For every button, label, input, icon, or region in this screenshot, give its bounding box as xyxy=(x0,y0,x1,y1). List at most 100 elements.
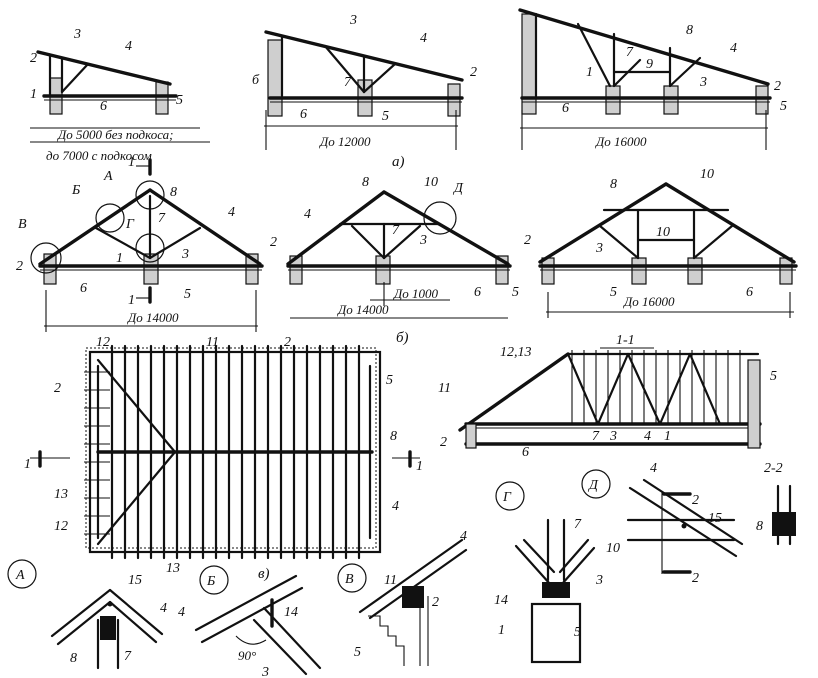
fig-b3-label: 10 xyxy=(700,167,714,182)
detail-g-label: 3 xyxy=(595,573,603,588)
section-1-1-label: 5 xyxy=(770,369,777,384)
fig-a1-note-1: До 5000 без подкоса; xyxy=(56,127,173,142)
fig-a3-label: 3 xyxy=(699,75,707,90)
fig-b1-label: 2 xyxy=(16,259,23,274)
section-1-1-label: 7 xyxy=(592,429,600,444)
detail-g-label: 7 xyxy=(574,517,582,532)
detail-a: А 15 4 8 7 xyxy=(7,559,167,670)
plan-label: 4 xyxy=(392,499,399,514)
fig-a2-lean-to-truss: До 12000 3 4 б 7 2 6 5 xyxy=(252,13,477,150)
plan-label: 2 xyxy=(54,381,61,396)
fig-b3-label: 5 xyxy=(610,285,617,300)
fig-b3-label: 3 xyxy=(595,241,603,256)
fig-a1-label: 4 xyxy=(125,39,132,54)
fig-b2-label: 6 xyxy=(474,285,481,300)
fig-b3-label: 10 xyxy=(656,225,670,240)
fig-a1-note-2: до 7000 с подкосом xyxy=(46,148,152,163)
fig-a1-label: 5 xyxy=(176,93,183,108)
detail-b-label: 4 xyxy=(178,605,185,620)
fig-b1-section-mark: 1 xyxy=(128,155,135,170)
fig-b1-circle-label: А xyxy=(103,169,113,184)
fig-b1-circle-label: Г xyxy=(125,217,135,232)
section-1-1-title: 1-1 xyxy=(616,333,635,348)
fig-b1-gable-truss: До 14000 1 1 А Б В Г 8 7 4 3 1 2 6 5 xyxy=(16,155,264,332)
fig-a1-label: 1 xyxy=(30,87,37,102)
fig-a1-label: 6 xyxy=(100,99,107,114)
detail-g-label: 14 xyxy=(494,593,508,608)
detail-b-label: 90° xyxy=(238,648,256,663)
fig-a1-lean-to-truss: До 5000 без подкоса; до 7000 с подкосом … xyxy=(30,27,210,163)
detail-g-letter: Г xyxy=(502,490,512,505)
section-1-1: 1-1 12,13 11 2 6 7 3 4 1 5 xyxy=(438,333,777,460)
fig-a1-label: 3 xyxy=(73,27,81,42)
plan-label: 13 xyxy=(54,487,68,502)
caption-b: б) xyxy=(396,330,409,346)
plan-label: 12 xyxy=(96,335,110,350)
detail-d: Д 4 15 10 2 2 xyxy=(581,461,744,586)
fig-b1-circle-label: В xyxy=(18,217,27,232)
caption-v: в) xyxy=(258,566,270,582)
fig-b2-label: 2 xyxy=(270,235,277,250)
roof-plan: 1 1 12 11 2 5 8 2 13 12 4 13 xyxy=(24,335,423,576)
fig-b3-label: 2 xyxy=(524,233,531,248)
section-1-1-label: 3 xyxy=(609,429,617,444)
fig-b1-circle-label: Б xyxy=(71,183,80,198)
fig-b1-label: 6 xyxy=(80,281,87,296)
detail-d-label: 2 xyxy=(692,571,699,586)
detail-a-label: 7 xyxy=(124,649,132,664)
fig-b1-label: 1 xyxy=(116,251,123,266)
fig-b2-label: 4 xyxy=(304,207,311,222)
fig-b2-sub-dimension: До 1000 xyxy=(392,286,439,301)
fig-b2-label: 8 xyxy=(362,175,369,190)
detail-v-letter: В xyxy=(345,572,354,587)
fig-a3-label: 4 xyxy=(730,41,737,56)
fig-a2-label: 2 xyxy=(470,65,477,80)
fig-a2-label: 6 xyxy=(300,107,307,122)
section-1-1-label: 11 xyxy=(438,381,451,396)
detail-v-label: 4 xyxy=(460,529,467,544)
detail-d-label: 2 xyxy=(692,493,699,508)
detail-d-label: 10 xyxy=(606,541,620,556)
detail-a-letter: А xyxy=(15,568,25,583)
fig-b3-gable-truss: До 16000 8 10 3 10 2 5 6 xyxy=(524,167,798,318)
fig-a3-label: 2 xyxy=(774,79,781,94)
detail-g-label: 1 xyxy=(498,623,505,638)
fig-b3-label: 6 xyxy=(746,285,753,300)
detail-d-letter: Д xyxy=(587,478,599,493)
section-2-2-label: 8 xyxy=(756,519,763,534)
fig-b1-label: 7 xyxy=(158,211,166,226)
fig-b2-label: 10 xyxy=(424,175,438,190)
fig-a2-label: 4 xyxy=(420,31,427,46)
section-1-1-label: 2 xyxy=(440,435,447,450)
fig-b3-dimension: До 16000 xyxy=(622,294,675,309)
plan-section-mark: 1 xyxy=(416,459,423,474)
section-2-2: 2-2 8 xyxy=(756,461,796,546)
plan-label: 11 xyxy=(206,335,219,350)
detail-g-label: 5 xyxy=(574,625,581,640)
fig-b1-label: 4 xyxy=(228,205,235,220)
fig-a3-label: 7 xyxy=(626,45,634,60)
fig-a3-label: 1 xyxy=(586,65,593,80)
fig-a2-label: б xyxy=(252,73,260,88)
fig-a2-dimension: До 12000 xyxy=(318,134,371,149)
fig-b2-circle-label: Д xyxy=(452,181,464,196)
fig-a3-dimension: До 16000 xyxy=(594,134,647,149)
fig-a2-label: 7 xyxy=(344,75,352,90)
fig-a3-label: 8 xyxy=(686,23,693,38)
section-1-1-label: 12,13 xyxy=(500,345,532,360)
fig-b1-section-mark: 1 xyxy=(128,293,135,308)
plan-label: 8 xyxy=(390,429,397,444)
fig-b1-label: 8 xyxy=(170,185,177,200)
section-1-1-label: 4 xyxy=(644,429,651,444)
fig-b2-label: 5 xyxy=(512,285,519,300)
fig-b3-label: 8 xyxy=(610,177,617,192)
detail-g: Г 7 3 14 1 5 xyxy=(494,481,603,664)
caption-a: а) xyxy=(392,154,405,170)
fig-a3-label: 5 xyxy=(780,99,787,114)
fig-a1-label: 2 xyxy=(30,51,37,66)
detail-b-label: 14 xyxy=(284,605,298,620)
section-1-1-label: 1 xyxy=(664,429,671,444)
plan-label: 2 xyxy=(284,335,291,350)
fig-a3-label: 9 xyxy=(646,57,653,72)
